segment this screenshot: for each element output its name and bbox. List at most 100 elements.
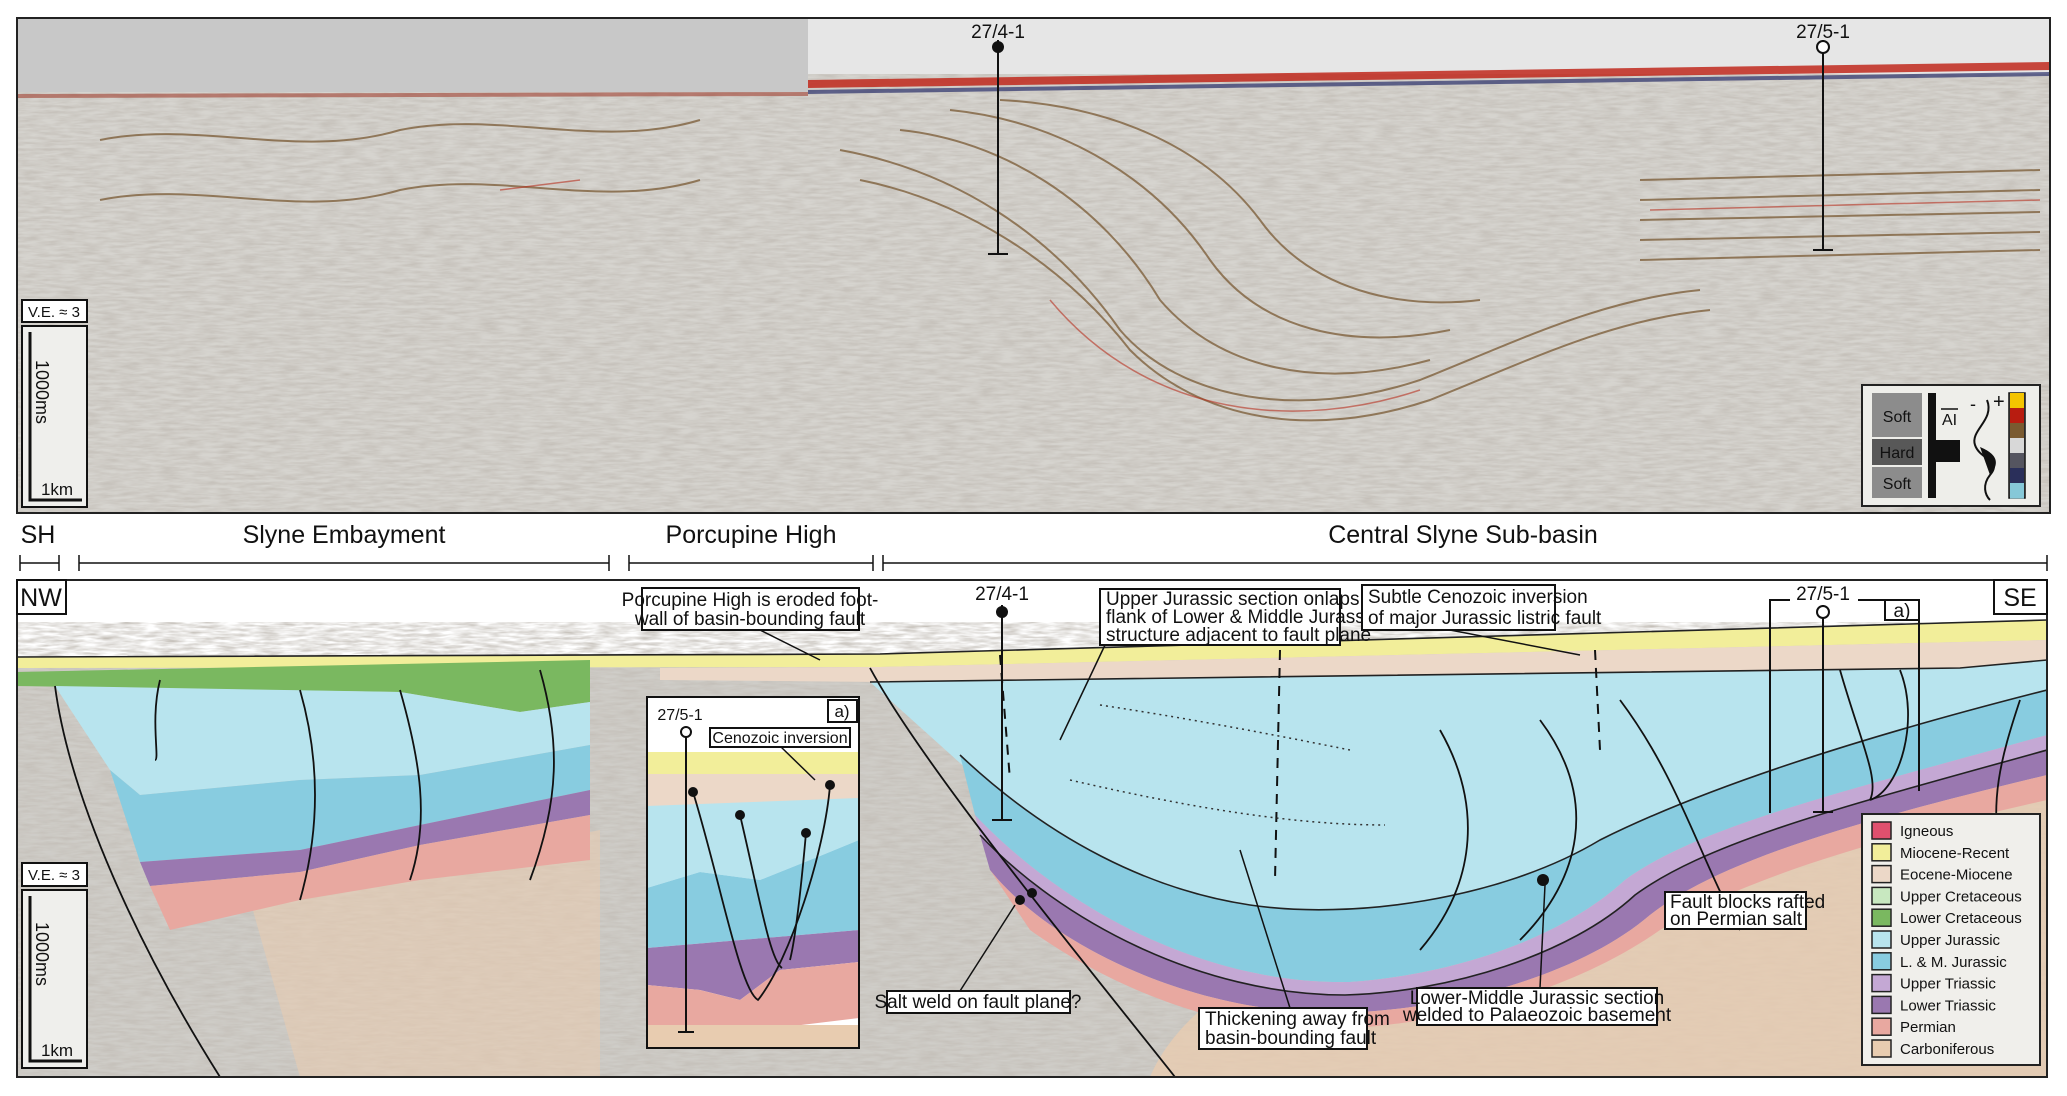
scale-distance-label: 1km: [41, 480, 73, 499]
top-scale: V.E. ≈ 3 1000ms 1km: [21, 299, 88, 508]
svg-text:Salt weld on fault plane?: Salt weld on fault plane?: [874, 992, 1081, 1013]
inset-well-label: 27/5-1: [657, 707, 702, 724]
hard-layer: [1872, 439, 1922, 465]
seismic-panel-frame: [16, 17, 2051, 514]
legend-swatch: [1871, 864, 1892, 884]
lml-jurassic-unit: [110, 745, 590, 862]
colorbar-stop: [2010, 483, 2024, 499]
legend-label: L. & M. Jurassic: [1900, 954, 2007, 971]
legend-swatch: [1871, 1039, 1892, 1058]
top-lower-triassic-horizon: [979, 749, 2047, 996]
svg-text:wall of basin-bounding fault: wall of basin-bounding fault: [634, 609, 866, 630]
ve-label: V.E. ≈ 3: [28, 867, 80, 884]
well-symbol-icon: [996, 606, 1008, 618]
polarity-key: Soft Hard Soft AI - +: [1861, 384, 2041, 507]
annotation-upper-jurassic-onlap: Upper Jurassic section onlaps flank of L…: [1059, 588, 1378, 741]
bottom-well-27-4-1: 27/4-1: [975, 584, 1029, 821]
inset-marker-box: [1884, 599, 1920, 621]
svg-text:Upper Jurassic section onlaps: Upper Jurassic section onlaps: [1106, 589, 1359, 610]
reflectors-red: [499, 179, 2041, 412]
legend: IgneousMiocene-RecentEocene-MioceneUpper…: [1861, 813, 2041, 1066]
upper-jurassic-unit: [870, 660, 2047, 910]
legend-item: Miocene-Recent: [1871, 843, 2010, 862]
fault: [1419, 729, 1469, 951]
soft-layer: [1872, 393, 1922, 437]
well-symbol-icon: [992, 41, 1004, 53]
legend-label: Upper Jurassic: [1900, 932, 2001, 949]
inset-annotation-box: [709, 727, 851, 748]
seabed-reflector-trough: [808, 72, 2050, 94]
section-labels: SH Slyne Embayment Porcupine High Centra…: [19, 521, 2048, 571]
legend-item: Upper Triassic: [1871, 973, 1996, 993]
well-label: 27/5-1: [1796, 584, 1850, 605]
fault: [54, 685, 221, 1077]
fault: [1869, 669, 1909, 801]
section-bar-central-slyne: [882, 555, 2048, 571]
svg-text:basin-bounding fault: basin-bounding fault: [1205, 1028, 1377, 1049]
fault: [529, 669, 555, 881]
soft-label: Soft: [1883, 476, 1912, 493]
annotation-salt-weld: Salt weld on fault plane?: [874, 904, 1082, 1014]
svg-text:Lower-Middle Jurassic section: Lower-Middle Jurassic section: [1410, 988, 1665, 1009]
section-bar-porcupine-high: [628, 555, 874, 571]
inset-fault: [739, 814, 783, 969]
scale-bar-box: [21, 889, 88, 1069]
colorbar-stops: [2010, 393, 2024, 499]
legend-swatch: [1871, 886, 1892, 906]
colorbar-stop: [2010, 393, 2024, 409]
colorbar-stop: [2010, 423, 2024, 439]
legend-item: Carboniferous: [1871, 1039, 1994, 1058]
lower-triassic-unit: [140, 790, 590, 886]
inset-fault: [692, 784, 831, 1002]
fault: [154, 679, 161, 761]
seabed-reflector-west: [17, 92, 808, 98]
section-label-slyne-embayment: Slyne Embayment: [243, 521, 446, 549]
top-well-27-5-1: 27/5-1: [1796, 22, 1850, 251]
legend-swatch: [1871, 821, 1892, 840]
ai-label: AI: [1942, 412, 1957, 429]
bottom-well-27-5-1: 27/5-1 a): [1769, 584, 1920, 813]
inset-miocene-recent: [647, 752, 859, 774]
legend-item: Lower Cretaceous: [1871, 908, 2022, 927]
interpretation-panel-frame: [16, 579, 2048, 1078]
section-label-sh: SH: [21, 521, 56, 549]
svg-text:Thickening away from: Thickening away from: [1205, 1009, 1390, 1030]
svg-text:of major Jurassic listric faul: of major Jurassic listric fault: [1368, 608, 1602, 629]
nw-label: NW: [20, 584, 62, 612]
seismic-noise: [17, 18, 2050, 513]
legend-label: Carboniferous: [1900, 1041, 1994, 1058]
seismic-panel: [17, 18, 2050, 513]
svg-text:Subtle Cenozoic inversion: Subtle Cenozoic inversion: [1368, 587, 1588, 608]
legend-item: L. & M. Jurassic: [1871, 952, 2007, 971]
legend-label: Upper Cretaceous: [1900, 888, 2022, 905]
legend-item: Upper Jurassic: [1871, 930, 2001, 949]
inset-upper-jurassic: [647, 798, 859, 888]
colorbar-stop: [2010, 453, 2024, 469]
inset-annotation-arrow: [779, 745, 816, 781]
onlap-marker: [1099, 704, 1351, 751]
reflectors: [99, 99, 2041, 422]
svg-text:on Permian salt: on Permian salt: [1670, 909, 1803, 930]
legend-swatch: [1871, 995, 1892, 1015]
upper-jurassic-unit: [55, 686, 590, 795]
legend-label: Upper Triassic: [1900, 976, 1996, 993]
legend-label: Eocene-Miocene: [1900, 867, 2013, 884]
section-label-central-slyne: Central Slyne Sub-basin: [1328, 521, 1598, 549]
colorbar-stop: [2010, 408, 2024, 424]
soft-label: Soft: [1883, 409, 1912, 426]
plus-label: +: [1993, 391, 2005, 413]
se-box: [1993, 579, 2048, 615]
impedance-log: [1928, 393, 1960, 498]
inset-label: a): [834, 702, 849, 721]
lower-cretaceous-unit: [17, 660, 590, 712]
legend-swatch: [1871, 1017, 1892, 1036]
lml-jurassic-unit: [960, 690, 2047, 983]
scale-bar: [28, 896, 82, 1063]
seabed-horizon: [17, 619, 2047, 658]
well-label: 27/5-1: [1796, 22, 1850, 43]
interpretation-panel: [17, 580, 2047, 1077]
scale-distance-label: 1km: [41, 1041, 73, 1060]
legend-label: Lower Cretaceous: [1900, 910, 2022, 927]
ve-box: [21, 862, 88, 887]
